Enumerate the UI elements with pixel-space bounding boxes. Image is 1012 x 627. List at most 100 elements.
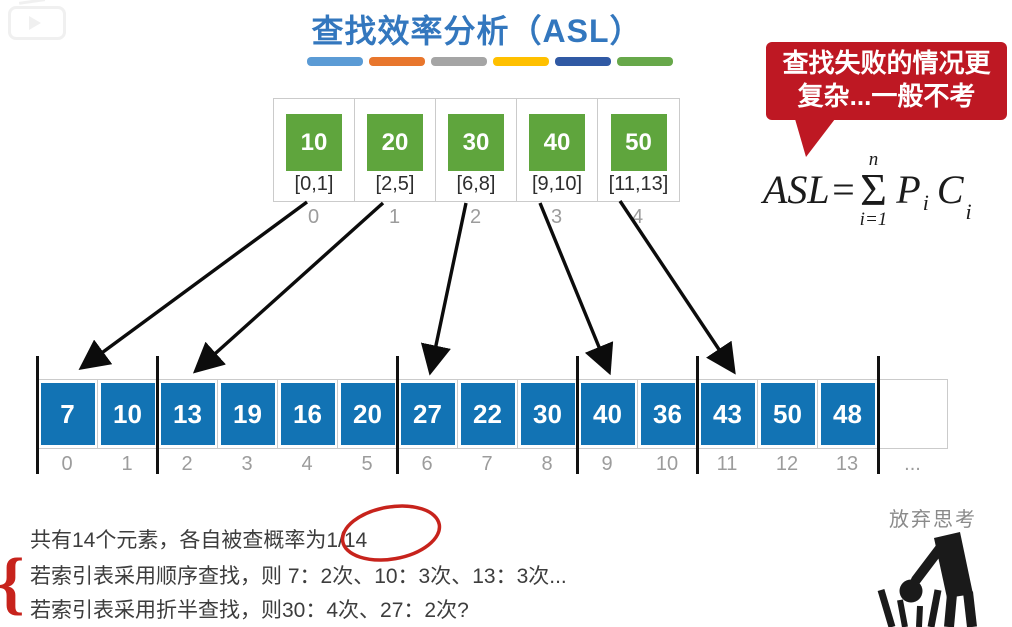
array-value-box: 48 (820, 383, 875, 445)
callout-line1: 查找失败的情况更 (782, 48, 991, 78)
array-cell: 22 (458, 380, 518, 448)
array-cell: 30 (518, 380, 578, 448)
index-key-box: 10 (286, 114, 342, 171)
array-cell: 40 (578, 380, 638, 448)
decor-bar-darkblue (555, 57, 611, 66)
array-value-box: 36 (640, 383, 695, 445)
block-divider (877, 356, 880, 474)
array-value-box: 7 (40, 383, 95, 445)
array-cell: 27 (398, 380, 458, 448)
decor-bar-yellow (493, 57, 549, 66)
formula-term2: C (936, 167, 964, 213)
array-index: 3 (241, 453, 253, 475)
array-value-box: 20 (340, 383, 395, 445)
main-array: 7 10 13 19 16 20 27 22 30 40 36 43 50 48 (37, 379, 948, 449)
array-cell: 19 (218, 380, 278, 448)
main-array-indices: 0 1 2 3 4 5 6 7 8 9 10 11 12 13 ... (37, 453, 948, 476)
index-key-box: 50 (610, 114, 667, 171)
index-key-box: 40 (529, 114, 585, 171)
array-cell-empty (878, 380, 947, 448)
array-index: 2 (181, 453, 193, 475)
note-line-1-circled-value: 1/14 (326, 529, 368, 552)
index-range-label: [9,10] (531, 173, 583, 195)
sigma-lower: i=1 (859, 209, 888, 231)
title-underline-bars (307, 57, 673, 66)
array-cell: 10 (98, 380, 158, 448)
array-index: 5 (361, 453, 373, 475)
array-cell: 7 (38, 380, 98, 448)
index-table-index: 4 (631, 206, 644, 228)
block-divider (696, 356, 699, 474)
index-range-label: [2,5] (375, 173, 415, 195)
index-table-cell: 20 [2,5] (355, 99, 436, 201)
sigma-upper: n (868, 149, 879, 170)
index-table-index: 0 (307, 206, 320, 228)
formula-term1-sub: i (922, 189, 929, 215)
index-table-cell: 10 [0,1] (274, 99, 355, 201)
array-index: 4 (301, 453, 313, 475)
formula-lhs: ASL= (763, 167, 857, 213)
index-range-label: [0,1] (294, 173, 334, 195)
array-index: 12 (775, 453, 799, 475)
index-key-box: 20 (367, 114, 423, 171)
index-table-cell: 40 [9,10] (517, 99, 598, 201)
block-divider (576, 356, 579, 474)
index-range-label: [11,13] (608, 173, 669, 195)
index-table: 10 [0,1] 20 [2,5] 30 [6,8] 40 [9,10] 50 … (273, 98, 680, 202)
array-overflow-ellipsis: ... (904, 453, 921, 475)
array-cell: 13 (158, 380, 218, 448)
index-key-box: 30 (448, 114, 504, 171)
array-index: 8 (541, 453, 553, 475)
array-index: 0 (61, 453, 73, 475)
array-value-box: 50 (760, 383, 815, 445)
decor-bar-blue (307, 57, 363, 66)
bilibili-watermark-icon (8, 6, 66, 40)
array-cell: 16 (278, 380, 338, 448)
callout-bubble: 查找失败的情况更 复杂...一般不考 (766, 42, 1007, 120)
formula-term1: P (896, 167, 921, 213)
array-value-box: 16 (280, 383, 335, 445)
red-brace-annotation: { (0, 549, 25, 619)
array-value-box: 27 (400, 383, 455, 445)
note-line-3: 若索引表采用折半查找，则30：4次、27：2次? (30, 599, 469, 622)
index-table-index: 3 (550, 206, 563, 228)
decor-bar-green (617, 57, 673, 66)
note-line-1-prefix: 共有14个元素，各自被查概率为 (30, 529, 327, 552)
array-value-box: 22 (460, 383, 515, 445)
array-index: 11 (716, 453, 738, 475)
block-divider (396, 356, 399, 474)
index-table-index: 1 (388, 206, 401, 228)
decor-bar-gray (431, 57, 487, 66)
formula-term2-sub: i (965, 198, 972, 224)
note-line-2: 若索引表采用顺序查找，则 7：2次、10：3次、13：3次... (30, 565, 567, 588)
array-cell: 48 (818, 380, 878, 448)
array-value-box: 10 (100, 383, 155, 445)
array-cell: 43 (698, 380, 758, 448)
note-line-1: 共有14个元素，各自被查概率为1/14 (30, 524, 367, 554)
array-value-box: 40 (580, 383, 635, 445)
array-index: 6 (421, 453, 433, 475)
callout-tail (795, 119, 835, 157)
array-cell: 20 (338, 380, 398, 448)
index-table-cell: 30 [6,8] (436, 99, 517, 201)
array-value-box: 43 (700, 383, 755, 445)
page-title: 查找效率分析（ASL） (311, 13, 643, 49)
sigma-block: n Σ i=1 (860, 150, 888, 229)
index-table-index: 2 (469, 206, 482, 228)
decor-bar-orange (369, 57, 425, 66)
array-index: 1 (121, 453, 133, 475)
array-index: 10 (655, 453, 679, 475)
array-cell: 36 (638, 380, 698, 448)
array-value-box: 19 (220, 383, 275, 445)
array-index: 9 (601, 453, 613, 475)
array-index: 13 (835, 453, 859, 475)
block-divider (36, 356, 39, 474)
index-range-label: [6,8] (456, 173, 496, 195)
array-cell: 50 (758, 380, 818, 448)
array-value-box: 30 (520, 383, 575, 445)
index-table-indices: 0 1 2 3 4 (273, 206, 678, 229)
asl-formula: ASL= n Σ i=1 P i C i (763, 150, 980, 229)
array-value-box: 13 (160, 383, 215, 445)
array-index: 7 (481, 453, 493, 475)
